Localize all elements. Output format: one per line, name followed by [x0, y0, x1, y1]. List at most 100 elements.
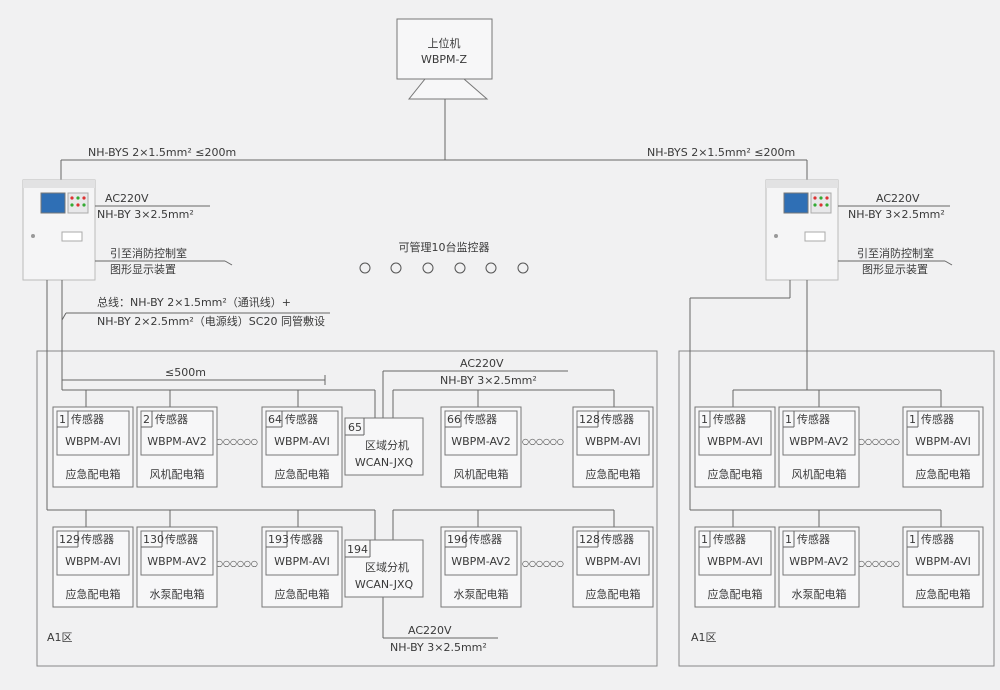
sensor-number: 1: [701, 413, 708, 426]
cabinet-frame: [694, 406, 776, 488]
fire-room-left-2: 图形显示装置: [110, 263, 176, 276]
distance-label: ≤500m: [165, 366, 206, 379]
zone-right: [678, 350, 995, 667]
power-upper-2: NH-BY 3×2.5mm²: [440, 374, 537, 387]
sensor-model: WBPM-AVI: [915, 555, 971, 568]
sensor-label: 传感器: [285, 413, 318, 426]
sub-upper-num: 65: [348, 421, 362, 434]
ellipsis: ○○○○○○: [216, 437, 258, 446]
sensor-model: WBPM-AV2: [451, 555, 511, 568]
sensor-model: WBPM-AVI: [915, 435, 971, 448]
sensor-number: 1: [909, 413, 916, 426]
cabinet-name: 应急配电箱: [275, 587, 330, 601]
sensor-label: 传感器: [71, 413, 104, 426]
host-model: WBPM-Z: [421, 53, 468, 66]
power-label-left-1: AC220V: [105, 192, 149, 205]
sensor-model: WBPM-AV2: [147, 555, 207, 568]
cabinet-name: 应急配电箱: [275, 467, 330, 481]
sensor-number: 129: [59, 533, 80, 546]
cabinet-screen: [40, 192, 66, 214]
zone-left: [36, 350, 658, 667]
cabinet-name: 风机配电箱: [454, 467, 509, 481]
ellipsis: ○○○○○○: [216, 559, 258, 568]
sensor-box: [444, 530, 518, 576]
cabinet-name: 风机配电箱: [792, 467, 847, 481]
sensor-model: WBPM-AVI: [707, 555, 763, 568]
sensor-label: 传感器: [464, 413, 497, 426]
cabinet-frame: [136, 406, 218, 488]
sensor-label: 传感器: [155, 413, 188, 426]
power-upper-1: AC220V: [460, 357, 504, 370]
sensor-number: 64: [268, 413, 282, 426]
cabinet-frame: [778, 406, 860, 488]
cabinet-name: 应急配电箱: [708, 587, 763, 601]
cabinet-name: 水泵配电箱: [150, 587, 205, 601]
sensor-model: WBPM-AVI: [585, 435, 641, 448]
sensor-number: 2: [143, 413, 150, 426]
sensor-number: 1: [701, 533, 708, 546]
sensor-label: 传感器: [713, 533, 746, 546]
host-stand: [407, 78, 489, 100]
power-label-right-1: AC220V: [876, 192, 920, 205]
manage-label: 可管理10台监控器: [399, 240, 490, 254]
ellipsis: ○○○○○○: [858, 437, 900, 446]
bus-label-left: NH-BYS 2×1.5mm² ≤200m: [88, 146, 236, 159]
sensor-box: [140, 410, 214, 456]
ellipsis: ○○○○○○: [522, 437, 564, 446]
sub-upper-model: WCAN-JXQ: [355, 456, 414, 469]
sensor-label: 传感器: [601, 413, 634, 426]
cabinet-frame: [440, 406, 522, 488]
sensor-label: 传感器: [921, 533, 954, 546]
sensor-number: 128: [579, 413, 600, 426]
host-name: 上位机: [428, 36, 461, 50]
cabinet-frame: [694, 526, 776, 608]
sensor-label: 传感器: [601, 533, 634, 546]
sensor-model: WBPM-AV2: [789, 435, 849, 448]
sub-lower-model: WCAN-JXQ: [355, 578, 414, 591]
power-lower-2: NH-BY 3×2.5mm²: [390, 641, 487, 654]
monitor-cabinet-right: [765, 179, 839, 281]
sensor-label: 传感器: [797, 533, 830, 546]
cabinet-frame: [572, 406, 654, 488]
sensor-model: WBPM-AVI: [274, 435, 330, 448]
sensor-model: WBPM-AVI: [585, 555, 641, 568]
cabinet-frame: [902, 406, 984, 488]
sensor-label: 传感器: [921, 413, 954, 426]
sensor-box: [56, 410, 130, 456]
sub-station-lower: 194 区域分机 WCAN-JXQ: [344, 539, 424, 598]
distribution-cabinet: 1 传感器 WBPM-AVI 应急配电箱: [694, 526, 776, 608]
monitor-count-dots: [359, 262, 529, 274]
sensor-box: [782, 530, 856, 576]
sensor-box: [782, 410, 856, 456]
cabinet-name: 风机配电箱: [150, 467, 205, 481]
cabinet-name: 应急配电箱: [586, 467, 641, 481]
sensor-box: [265, 530, 339, 576]
sensor-model: WBPM-AVI: [65, 555, 121, 568]
cabinet-frame: [52, 406, 134, 488]
power-lower-1: AC220V: [408, 624, 452, 637]
fire-room-left-1: 引至消防控制室: [110, 246, 187, 260]
sensor-box: [576, 530, 650, 576]
cabinet-name: 应急配电箱: [66, 587, 121, 601]
cabinet-frame: [136, 526, 218, 608]
fire-room-right-2: 图形显示装置: [862, 263, 928, 276]
cabinet-frame: [440, 526, 522, 608]
cabinet-frame: [261, 526, 343, 608]
sensor-number: 130: [143, 533, 164, 546]
sensor-label: 传感器: [290, 533, 323, 546]
